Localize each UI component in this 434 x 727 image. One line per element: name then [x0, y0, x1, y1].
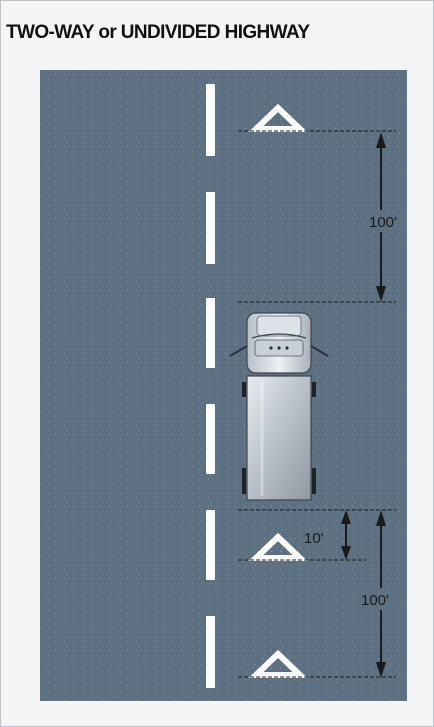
rear-near-distance-label: 10' [304, 530, 324, 547]
road-texture [40, 70, 407, 701]
rear-far-distance-label: 100' [361, 592, 389, 609]
front-distance-label: 100' [369, 214, 397, 231]
